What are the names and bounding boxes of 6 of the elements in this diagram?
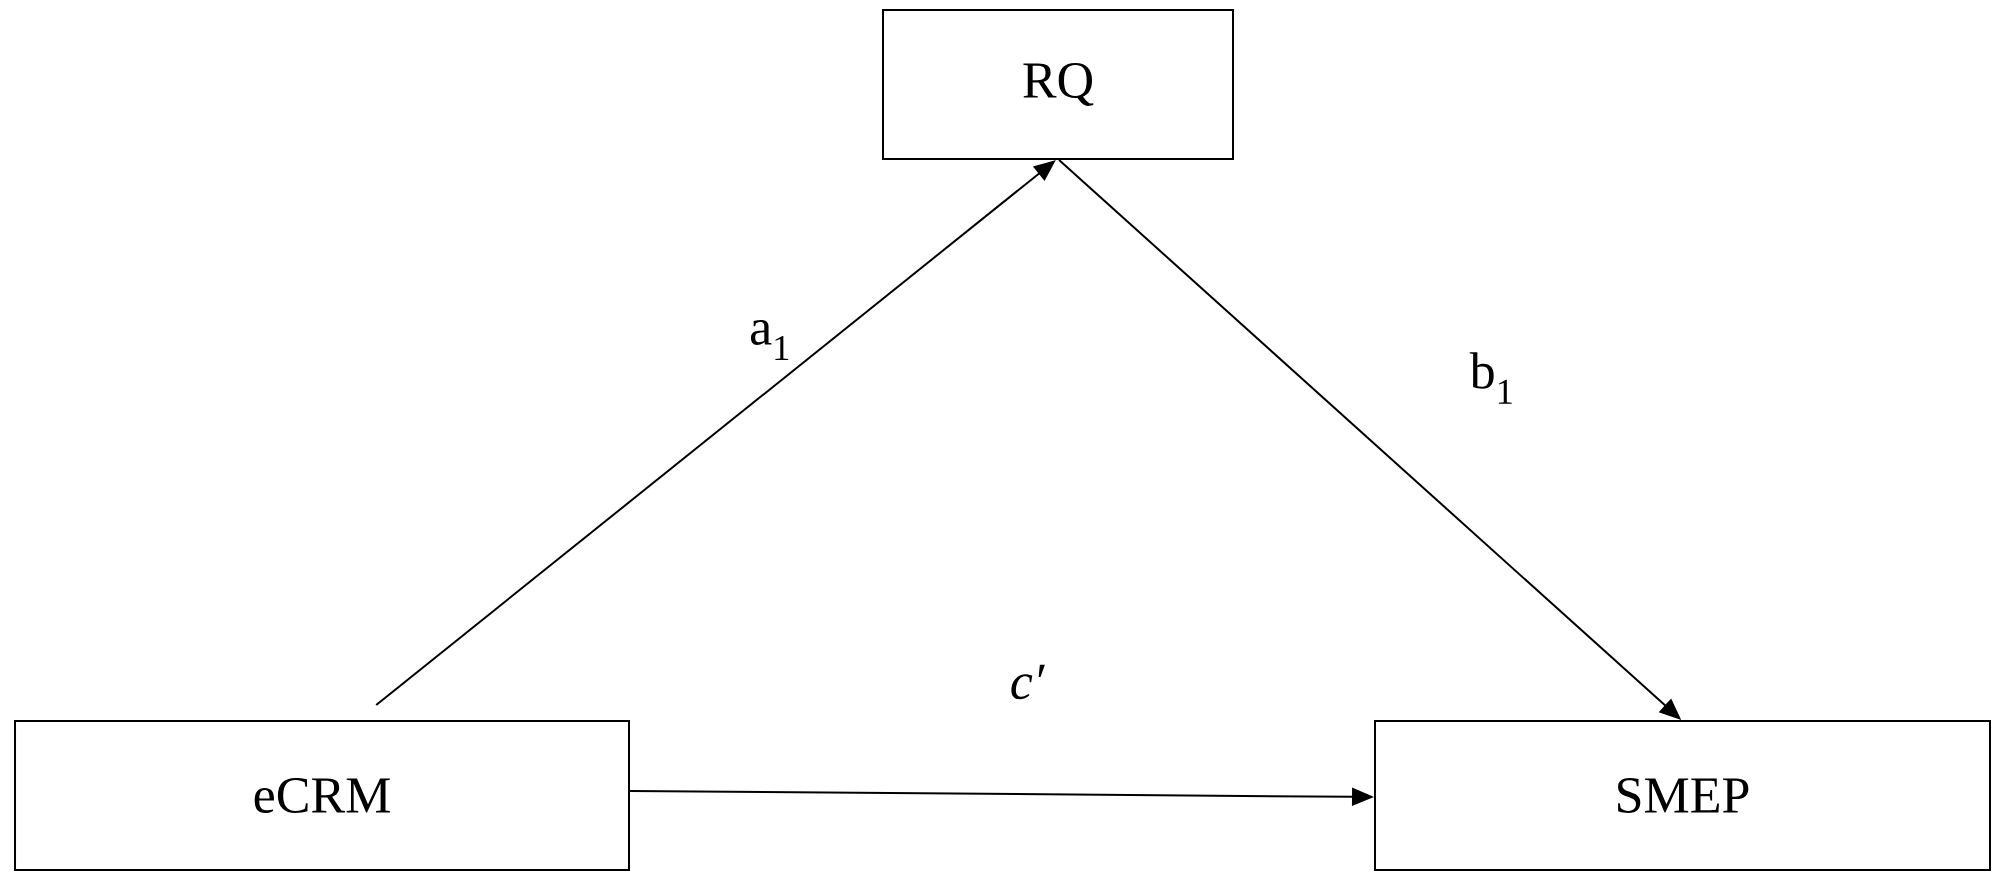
process-box: SMEP — [1374, 720, 1991, 871]
process-box: RQ — [882, 9, 1234, 160]
edge-label: b$_{1}$ — [1467, 350, 1517, 406]
edge-label: a$_{1}$ — [747, 318, 793, 362]
process-box: eCRM — [14, 720, 630, 871]
edge-label: c′ — [1007, 662, 1047, 702]
